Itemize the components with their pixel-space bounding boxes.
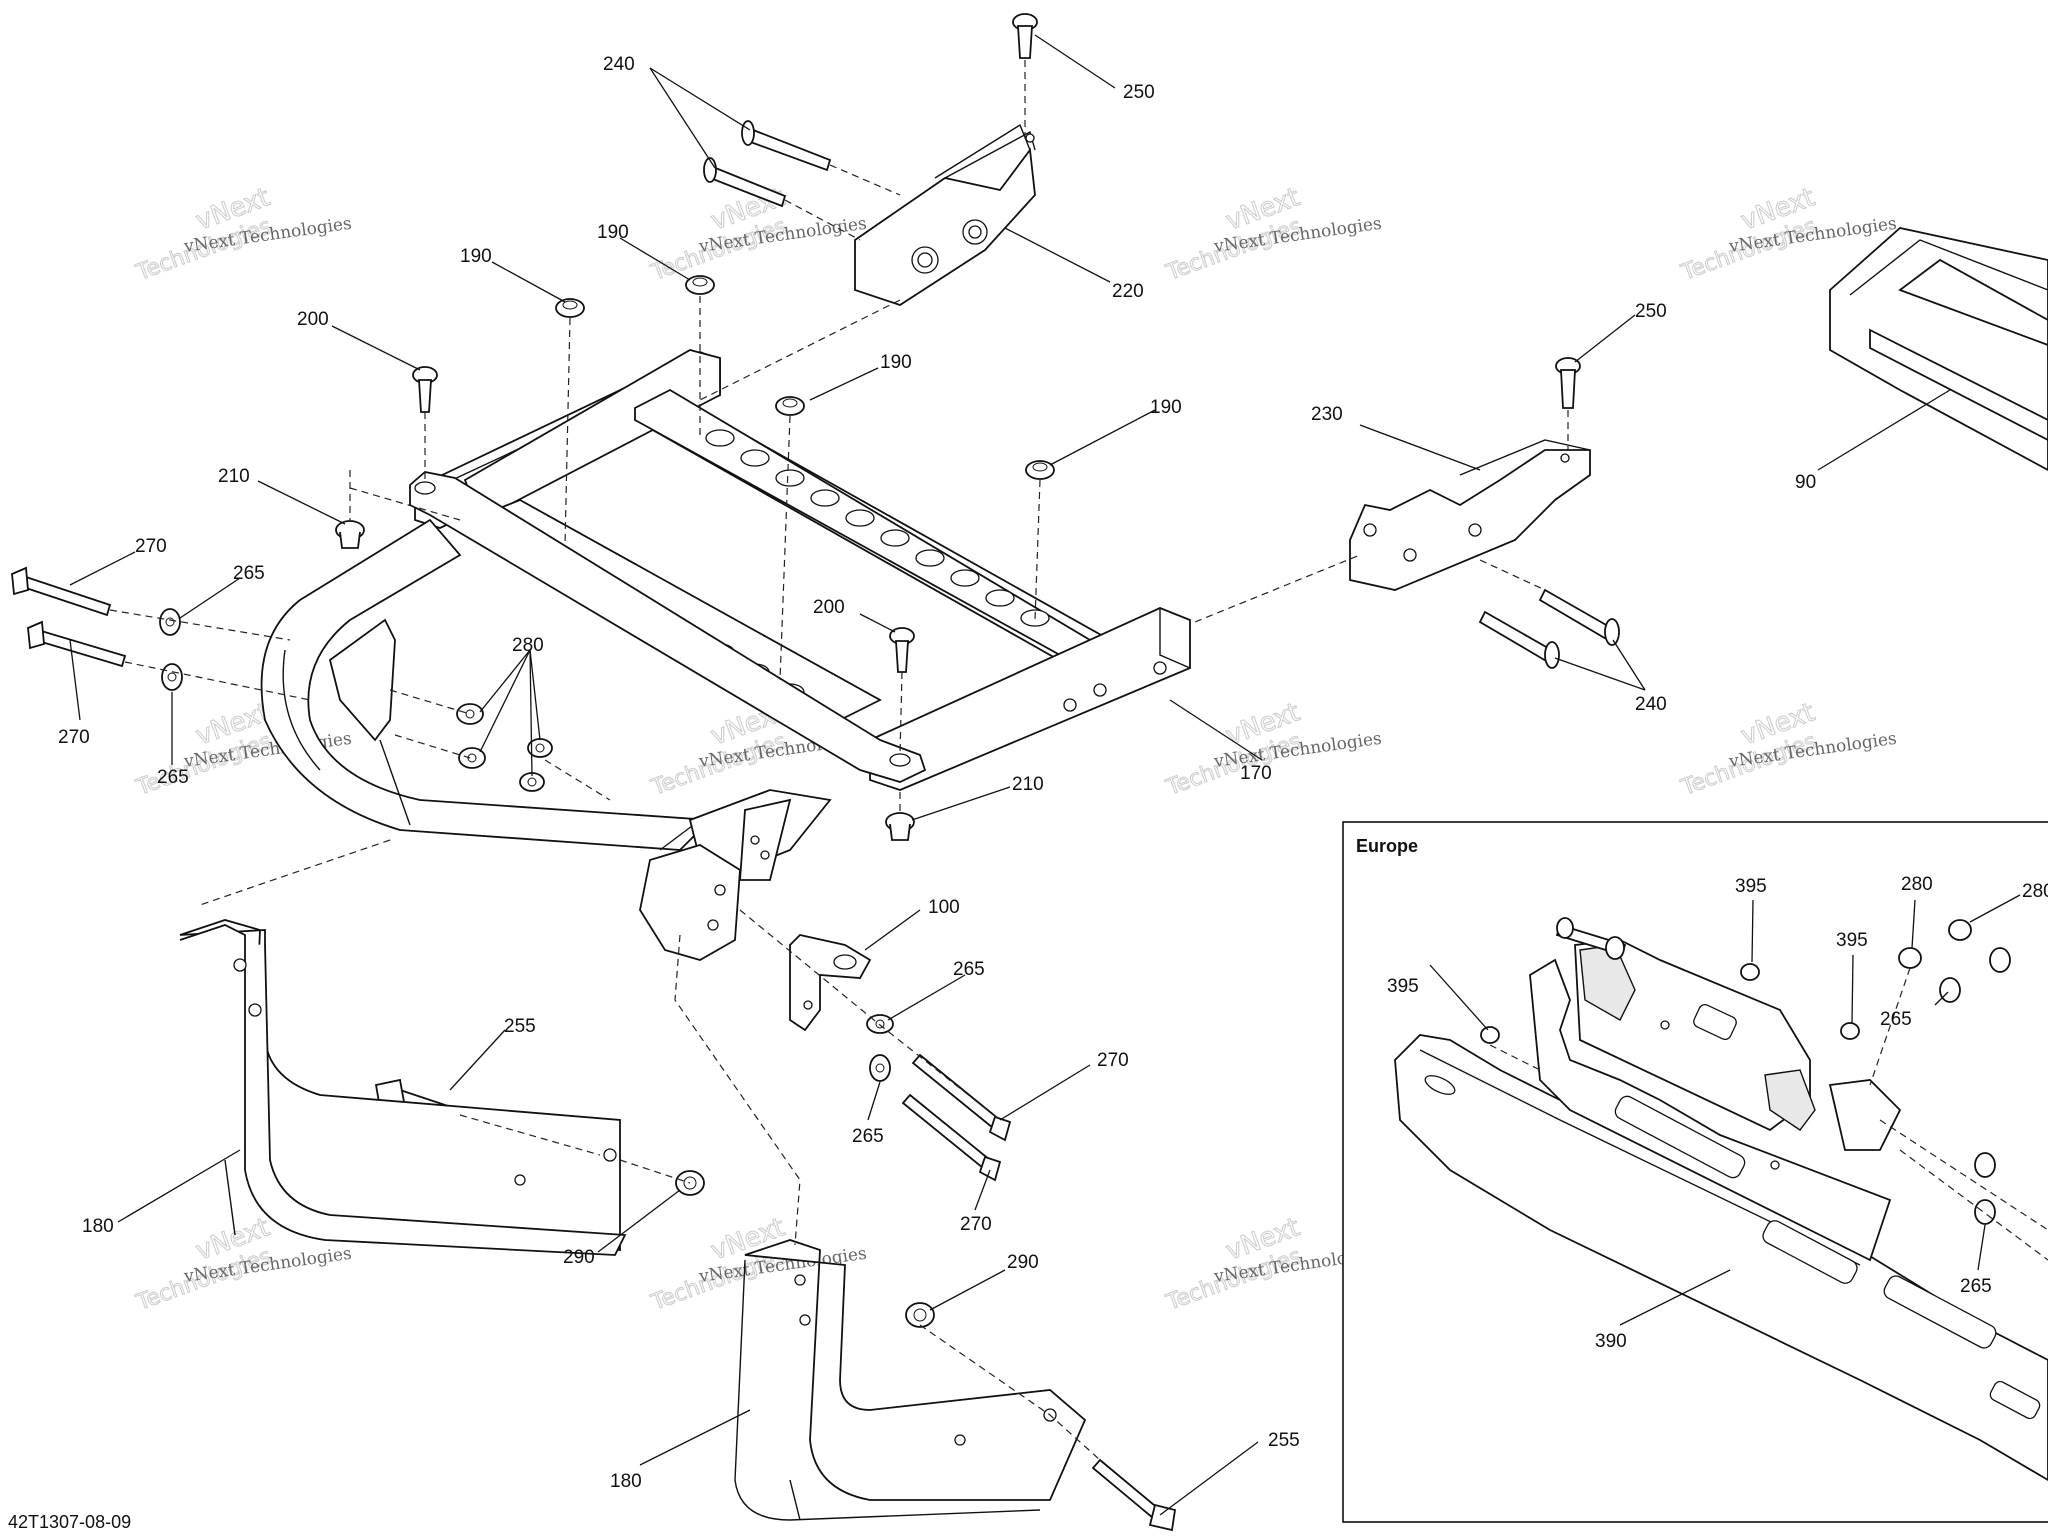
callout-395: 395 (1735, 876, 1767, 897)
callout-270: 270 (58, 727, 90, 748)
callout-265: 265 (953, 959, 985, 980)
nut-190-b (685, 275, 715, 295)
washer-265-d (869, 1054, 891, 1082)
nut-280-in-b (1948, 919, 1972, 941)
callout-290: 290 (1007, 1252, 1039, 1273)
callout-180: 180 (82, 1216, 114, 1237)
callout-240: 240 (1635, 694, 1667, 715)
bracket-100 (789, 934, 872, 1032)
nut-290-b (905, 1302, 935, 1328)
nut-190-c (775, 396, 805, 416)
nut-395-a (1480, 1026, 1500, 1044)
callout-390: 390 (1595, 1331, 1627, 1352)
callout-265: 265 (852, 1126, 884, 1147)
pin-240-top (703, 120, 832, 208)
callout-270: 270 (135, 536, 167, 557)
washer-265-a (159, 608, 181, 636)
callout-200: 200 (813, 597, 845, 618)
callout-230: 230 (1311, 404, 1343, 425)
nut-190-a (555, 298, 585, 318)
pin-240-right (1478, 588, 1620, 669)
washer-265-in-d (1974, 1199, 1996, 1225)
callout-270: 270 (1097, 1050, 1129, 1071)
drawing-code: 42T1307-08-09 (8, 1512, 131, 1532)
callout-255: 255 (504, 1016, 536, 1037)
plug-210-a (335, 520, 365, 549)
nut-395-b (1740, 963, 1760, 981)
assembly-lines (109, 60, 1569, 1461)
bolt-270-b (27, 620, 127, 668)
callout-280: 280 (512, 635, 544, 656)
callout-395: 395 (1836, 930, 1868, 951)
callout-200: 200 (297, 309, 329, 330)
callout-265: 265 (233, 563, 265, 584)
callout-290: 290 (563, 1247, 595, 1268)
bracket-230 (1349, 439, 1591, 591)
callout-265: 265 (157, 767, 189, 788)
callout-280: 280 (2022, 881, 2048, 902)
bolt-250-right (1555, 357, 1581, 409)
callout-210: 210 (1012, 774, 1044, 795)
leader-lines (69, 34, 2021, 1516)
callout-190: 190 (1150, 397, 1182, 418)
callout-190: 190 (460, 246, 492, 267)
washer-265-in-b (1989, 947, 2011, 973)
nut-280-c (527, 738, 553, 758)
tube-180-right (734, 1239, 1087, 1521)
callout-90: 90 (1795, 472, 1816, 493)
callout-265: 265 (1880, 1009, 1912, 1030)
hardware (11, 275, 1177, 1532)
callout-170: 170 (1240, 763, 1272, 784)
callout-250: 250 (1635, 301, 1667, 322)
bolt-270-a (11, 566, 112, 617)
bracket-220 (854, 123, 1036, 306)
main-frame-170 (260, 349, 1191, 961)
nut-395-c (1840, 1022, 1860, 1040)
washer-265-in-a (1939, 977, 1961, 1003)
inset-europe: Europe (1342, 821, 2048, 1523)
bolt-270-c (911, 1053, 1012, 1142)
callout-100: 100 (928, 897, 960, 918)
callout-240: 240 (603, 54, 635, 75)
bolt-200-a (412, 366, 438, 413)
bolt-270-d (901, 1093, 1002, 1182)
bolt-250-top (1012, 13, 1038, 59)
callout-labels: 240 250 220 190 190 190 190 200 200 210 … (58, 54, 2048, 1492)
washer-265-in-c (1974, 1152, 1996, 1178)
tube-180-left (179, 919, 627, 1256)
inset-title: Europe (1356, 836, 1418, 856)
callout-270: 270 (960, 1214, 992, 1235)
callout-220: 220 (1112, 281, 1144, 302)
callout-255: 255 (1268, 1430, 1300, 1451)
callout-265: 265 (1960, 1276, 1992, 1297)
bolt-200-b (889, 627, 915, 673)
nut-280-in-a (1898, 947, 1922, 969)
nut-190-d (1025, 460, 1055, 480)
callout-190: 190 (880, 352, 912, 373)
washer-265-b (161, 663, 183, 691)
bolt-255-b (1091, 1458, 1177, 1532)
nut-280-a (456, 703, 484, 725)
callout-210: 210 (218, 466, 250, 487)
callout-395: 395 (1387, 976, 1419, 997)
callout-190: 190 (597, 222, 629, 243)
callout-250: 250 (1123, 82, 1155, 103)
tool-kit-90 (1829, 227, 2048, 472)
callout-180: 180 (610, 1471, 642, 1492)
plug-210-b (885, 812, 915, 841)
callout-280: 280 (1901, 874, 1933, 895)
